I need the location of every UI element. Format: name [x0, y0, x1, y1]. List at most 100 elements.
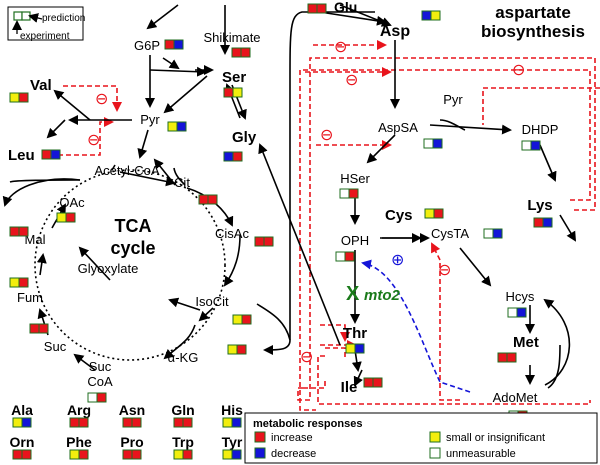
- tca-title-line-2: cycle: [110, 238, 155, 258]
- prediction-square: [207, 194, 218, 205]
- metabolite-leu: Leu: [8, 147, 35, 164]
- metabolite-succoa2: CoA: [87, 374, 113, 389]
- prediction-square: [182, 417, 193, 428]
- experiment-square: [12, 449, 23, 460]
- activation-sign: ⊕: [391, 250, 404, 269]
- experiment-square: [222, 449, 233, 460]
- experiment-square: [521, 140, 532, 151]
- metabolite-glu: Glu: [334, 0, 357, 15]
- amino-acid-pro: Pro: [120, 434, 143, 450]
- metabolite-hser: HSer: [340, 171, 370, 186]
- inhibition-sign: ⊖: [334, 37, 347, 56]
- response-akg: [227, 344, 247, 355]
- experiment-square: [56, 212, 67, 223]
- metabolite-cysta: CysTA: [431, 226, 469, 241]
- response-thr: [345, 343, 365, 354]
- title-line-1: aspartate: [495, 3, 571, 22]
- response-cysta: [483, 228, 503, 239]
- prediction-square: [232, 151, 243, 162]
- experiment-square: [497, 352, 508, 363]
- response-aspsa: [423, 138, 443, 149]
- metabolite-aspsa: AspSA: [378, 120, 418, 135]
- mto2-mark: X: [346, 283, 360, 305]
- response-succoa1: [87, 392, 107, 403]
- metabolite-succoa1: Suc: [89, 359, 112, 374]
- response-oac: [56, 212, 76, 223]
- amino-acid-tyr: Tyr: [222, 434, 243, 450]
- amino-acid-his: His: [221, 402, 243, 418]
- key-prediction-label: prediction: [42, 13, 85, 24]
- prediction-square: [78, 417, 89, 428]
- experiment-square: [424, 208, 435, 219]
- metabolite-layer: GluAspG6PShikimateSerValPyrLeuGlyAcetyl-…: [8, 0, 559, 421]
- response-phe: [69, 449, 89, 460]
- prediction-square: [348, 188, 359, 199]
- response-suc: [29, 323, 49, 334]
- experiment-square: [339, 188, 350, 199]
- key-box: prediction experiment: [7, 6, 85, 42]
- experiment-square: [345, 343, 356, 354]
- experiment-square: [335, 251, 346, 262]
- prediction-square: [21, 449, 32, 460]
- experiment-square: [423, 138, 434, 149]
- inhibition-sign: ⊖: [512, 60, 525, 79]
- response-val: [9, 92, 29, 103]
- metabolite-fum: Fum: [17, 290, 43, 305]
- response-leu: [41, 149, 61, 160]
- prediction-square: [530, 140, 541, 151]
- experiment-square: [29, 323, 40, 334]
- inhibition-sign: ⊖: [300, 347, 313, 366]
- experiment-square: [198, 194, 209, 205]
- tca-title-line-1: TCA: [115, 216, 152, 236]
- prediction-square: [372, 377, 383, 388]
- response-cit: [198, 194, 218, 205]
- response-ser: [223, 87, 243, 98]
- metabolite-lys: Lys: [527, 197, 552, 214]
- metabolite-dhdp: DHDP: [522, 122, 559, 137]
- prediction-square: [131, 417, 142, 428]
- inhibition-sign: ⊖: [95, 89, 108, 108]
- experiment-square: [164, 39, 175, 50]
- metabolite-cisac: CisAc: [215, 226, 249, 241]
- prediction-square: [96, 392, 107, 403]
- experiment-square: [69, 449, 80, 460]
- response-hcys: [507, 307, 527, 318]
- prediction-square: [18, 277, 29, 288]
- prediction-square: [492, 228, 503, 239]
- response-shikimate: [231, 47, 251, 58]
- legend-label: decrease: [271, 448, 316, 460]
- amino-acid-gln: Gln: [171, 402, 194, 418]
- prediction-square: [430, 10, 441, 21]
- experiment-square: [173, 449, 184, 460]
- metabolite-mal: Mal: [25, 232, 46, 247]
- prediction-square: [231, 417, 242, 428]
- experiment-square: [223, 151, 234, 162]
- regulation-signs: ⊖ ⊖ ⊖ ⊖ ⊖ ⊖ ⊖ ⊖ ⊕: [87, 37, 525, 366]
- mto2-label: mto2: [364, 287, 400, 304]
- prediction-square: [78, 449, 89, 460]
- experiment-square: [222, 417, 233, 428]
- response-his: [222, 417, 242, 428]
- response-gly: [223, 151, 243, 162]
- inhibition-lines: [42, 40, 600, 411]
- response-trp: [173, 449, 193, 460]
- prediction-square: [18, 226, 29, 237]
- inhibition-sign: ⊖: [345, 70, 358, 89]
- amino-acid-orn: Orn: [10, 434, 35, 450]
- metabolite-cit: Cit: [174, 175, 190, 190]
- prediction-square: [131, 449, 142, 460]
- metabolite-oac: OAc: [59, 195, 85, 210]
- prediction-square: [38, 323, 49, 334]
- tca-cycle-ring: [34, 169, 226, 361]
- experiment-square: [227, 344, 238, 355]
- response-arg: [69, 417, 89, 428]
- prediction-square: [236, 344, 247, 355]
- metabolite-ile: Ile: [341, 379, 358, 396]
- response-gln: [173, 417, 193, 428]
- response-ala: [12, 417, 32, 428]
- metabolite-g6p: G6P: [134, 38, 160, 53]
- metabolite-hcys: Hcys: [506, 289, 535, 304]
- amino-acid-asn: Asn: [119, 402, 145, 418]
- response-g6p: [164, 39, 184, 50]
